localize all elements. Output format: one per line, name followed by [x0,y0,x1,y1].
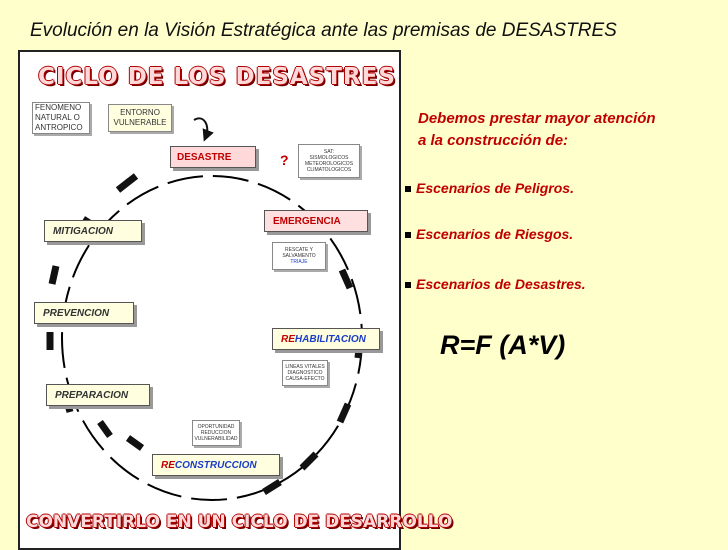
preparacion-box: PREPARACION [46,384,150,406]
attention-heading: Debemos prestar mayor atención a la cons… [418,110,656,149]
cycle-footer: CONVERTIRLO EN UN CICLO DE DESARROLLO [26,512,453,532]
bullet-desastres: Escenarios de Desastres. [405,276,586,292]
bullet-icon [405,282,411,289]
bullet-peligros: Escenarios de Peligros. [405,180,574,196]
slide-title: Evolución en la Visión Estratégica ante … [30,20,617,41]
curved-arrow-icon [193,117,214,142]
emergencia-box: EMERGENCIA [264,210,368,232]
desastre-box: DESASTRE [170,146,256,168]
bullet-riesgos: Escenarios de Riesgos. [405,226,573,242]
cycle-heading: CICLO DE LOS DESASTRES [38,64,396,90]
bullet-icon [405,232,411,239]
risk-formula: R=F (A*V) [440,330,566,360]
bullet-icon [405,186,411,193]
question-mark: ? [280,152,289,168]
mitigacion-box: MITIGACION [44,220,142,242]
prevencion-box: PREVENCION [34,302,134,324]
